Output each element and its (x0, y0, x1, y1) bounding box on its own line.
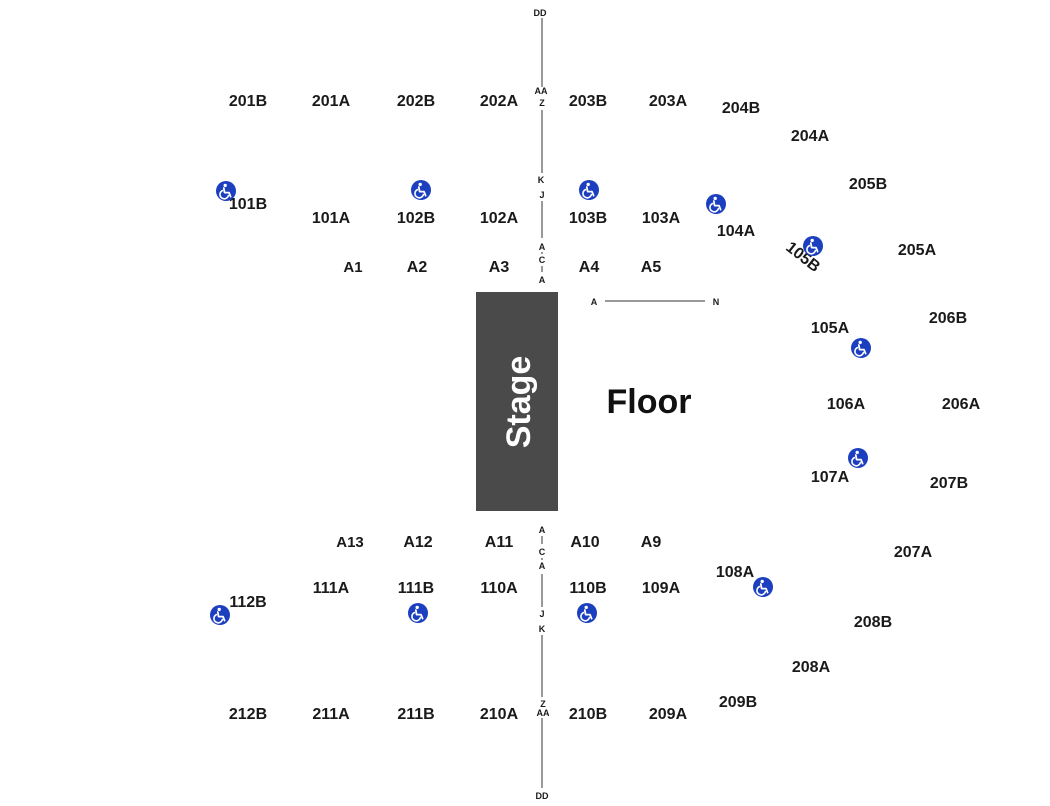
section-206b[interactable]: 206B (929, 310, 967, 327)
row-marker-aa-top: AA (535, 86, 548, 96)
section-a9[interactable]: A9 (641, 534, 662, 551)
wheelchair-icon (578, 179, 600, 201)
section-211b[interactable]: 211B (397, 706, 434, 723)
section-101b[interactable]: 101B (229, 196, 267, 213)
section-104a[interactable]: 104A (717, 223, 756, 240)
row-marker-c-top: C (539, 255, 546, 265)
row-marker-a-top-2: A (539, 275, 546, 285)
section-102b[interactable]: 102B (397, 210, 435, 227)
section-211a[interactable]: 211A (312, 706, 350, 723)
section-109a[interactable]: 109A (642, 580, 681, 597)
stage-label: Stage (500, 356, 538, 449)
section-209b[interactable]: 209B (719, 694, 757, 711)
section-208a[interactable]: 208A (792, 659, 831, 676)
section-105a[interactable]: 105A (811, 320, 850, 337)
row-marker-a-bottom-1: A (539, 525, 546, 535)
section-a1[interactable]: A1 (343, 259, 362, 276)
row-marker-j-top: J (539, 190, 544, 200)
wheelchair-icon (705, 193, 727, 215)
row-marker-dd-top: DD (534, 8, 547, 18)
wheelchair-icon (209, 604, 231, 626)
section-102a[interactable]: 102A (480, 210, 519, 227)
section-a4[interactable]: A4 (579, 259, 600, 276)
section-111b[interactable]: 111B (398, 580, 434, 597)
section-110a[interactable]: 110A (480, 580, 518, 597)
section-103b[interactable]: 103B (569, 210, 607, 227)
wheelchair-icon (847, 447, 869, 469)
row-marker-floor-n: N (713, 297, 720, 307)
section-201a[interactable]: 201A (312, 93, 351, 110)
section-a13[interactable]: A13 (336, 534, 364, 551)
section-210b[interactable]: 210B (569, 706, 607, 723)
section-208b[interactable]: 208B (854, 614, 892, 631)
section-207a[interactable]: 207A (894, 544, 933, 561)
section-202a[interactable]: 202A (480, 93, 519, 110)
section-a12[interactable]: A12 (403, 534, 432, 551)
section-106a[interactable]: 106A (827, 396, 866, 413)
wheelchair-icon (410, 179, 432, 201)
wheelchair-icon (407, 602, 429, 624)
section-a3[interactable]: A3 (489, 259, 510, 276)
section-103a[interactable]: 103A (642, 210, 681, 227)
section-205b[interactable]: 205B (849, 176, 887, 193)
section-111a[interactable]: 111A (313, 580, 350, 597)
section-209a[interactable]: 209A (649, 706, 688, 723)
section-112b[interactable]: 112B (229, 594, 266, 611)
section-101a[interactable]: 101A (312, 210, 351, 227)
section-204b[interactable]: 204B (722, 100, 760, 117)
section-203a[interactable]: 203A (649, 93, 688, 110)
row-marker-j-bottom: J (539, 609, 544, 619)
row-marker-z-top: Z (539, 98, 545, 108)
wheelchair-icon (850, 337, 872, 359)
section-206a[interactable]: 206A (942, 396, 981, 413)
section-110b[interactable]: 110B (569, 580, 606, 597)
section-204a[interactable]: 204A (791, 128, 830, 145)
section-a5[interactable]: A5 (641, 259, 662, 276)
section-210a[interactable]: 210A (480, 706, 519, 723)
section-a11[interactable]: A11 (485, 534, 514, 551)
row-marker-dd-bottom: DD (536, 791, 549, 801)
section-202b[interactable]: 202B (397, 93, 435, 110)
section-207b[interactable]: 207B (930, 475, 968, 492)
row-marker-a-bottom-2: A (539, 561, 546, 571)
section-107a[interactable]: 107A (811, 469, 850, 486)
section-203b[interactable]: 203B (569, 93, 607, 110)
wheelchair-icon (215, 180, 237, 202)
row-marker-c-bottom: C (539, 547, 546, 557)
floor-label[interactable]: Floor (607, 383, 692, 421)
section-a2[interactable]: A2 (407, 259, 428, 276)
row-marker-a-top-1: A (539, 242, 546, 252)
wheelchair-icon (576, 602, 598, 624)
section-205a[interactable]: 205A (898, 242, 937, 259)
section-201b[interactable]: 201B (229, 93, 267, 110)
row-marker-z-bottom: Z (540, 699, 546, 709)
wheelchair-icon (802, 235, 824, 257)
row-marker-k-top: K (538, 175, 545, 185)
row-marker-floor-a: A (591, 297, 598, 307)
row-marker-aa-bottom: AA (537, 708, 550, 718)
row-marker-k-bottom: K (539, 624, 546, 634)
section-108a[interactable]: 108A (716, 564, 755, 581)
section-a10[interactable]: A10 (570, 534, 599, 551)
stage[interactable] (476, 292, 558, 511)
wheelchair-icon (752, 576, 774, 598)
section-212b[interactable]: 212B (229, 706, 267, 723)
